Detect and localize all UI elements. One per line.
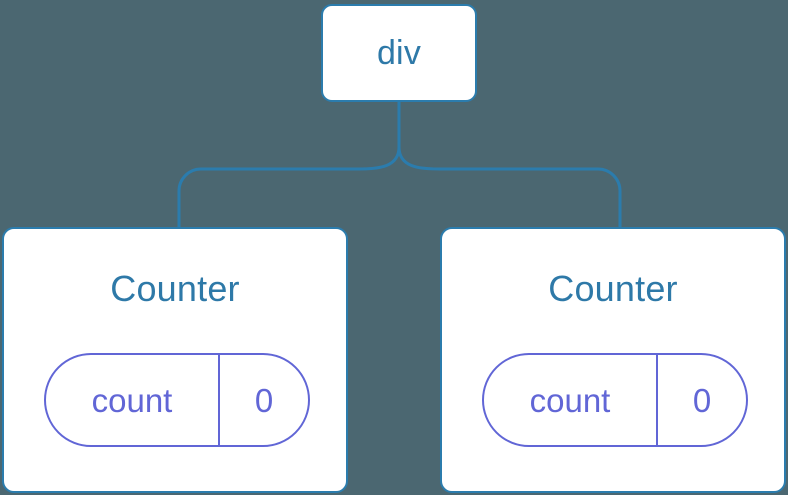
node-counter-1[interactable]: Counter count 0 (440, 227, 786, 493)
state-key-label: count (91, 381, 173, 419)
state-value-label: 0 (692, 381, 712, 419)
state-value-label: 0 (254, 381, 274, 419)
state-key-cell: count (484, 355, 658, 445)
root-node-label: div (376, 34, 422, 72)
node-root-div[interactable]: div (321, 4, 477, 102)
node-counter-1-title: Counter (548, 268, 678, 309)
state-pill-counter-0[interactable]: count 0 (44, 353, 310, 447)
connector-branch-right (397, 146, 622, 227)
node-counter-0-title: Counter (110, 268, 240, 309)
connector-branch-left (177, 146, 401, 227)
state-value-cell: 0 (658, 355, 746, 445)
state-value-cell: 0 (220, 355, 308, 445)
state-key-label: count (529, 381, 611, 419)
node-counter-0[interactable]: Counter count 0 (2, 227, 348, 493)
state-key-cell: count (46, 355, 220, 445)
state-pill-counter-1[interactable]: count 0 (482, 353, 748, 447)
